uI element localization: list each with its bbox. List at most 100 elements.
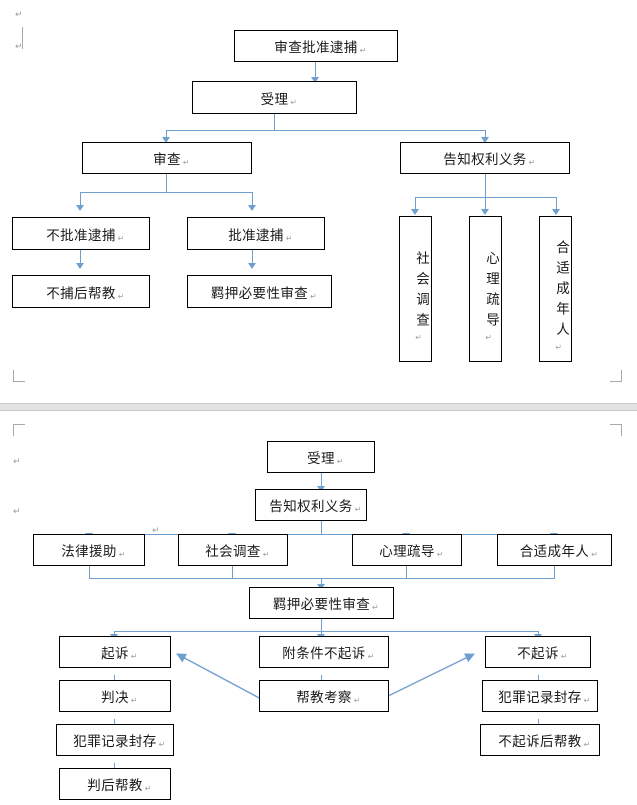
connector-noapprove-down xyxy=(80,249,82,266)
node-psych-counseling-p2[interactable]: 心理疏导 xyxy=(352,534,462,566)
node-notify-rights[interactable]: 告知权利义务 xyxy=(400,142,570,174)
node-non-prosecution[interactable]: 不起诉 xyxy=(485,636,591,668)
connector-bus3-nonprosecution xyxy=(538,631,540,636)
margin-mark-page1-top-left xyxy=(22,27,23,49)
node-label: 不捕后帮教 xyxy=(46,282,124,302)
arrowhead-bus-to-noapprove xyxy=(76,205,84,211)
node-label: 不起诉 xyxy=(517,642,567,662)
pilcrow-mark: ↵ xyxy=(152,526,160,536)
node-label: 心理疏导 xyxy=(379,540,443,560)
node-no-approve-arrest[interactable]: 不批准逮捕 xyxy=(12,217,150,250)
connector-legalaid-down xyxy=(89,566,91,579)
node-label: 犯罪记录封存 xyxy=(498,686,591,706)
connector-accept-bus xyxy=(166,130,486,132)
node-social-survey-p1[interactable]: 社会调查 xyxy=(399,216,432,362)
arrowhead-bus-to-approve xyxy=(248,205,256,211)
node-approve-arrest[interactable]: 批准逮捕 xyxy=(187,217,325,250)
node-label: 审查批准逮捕 xyxy=(274,36,367,56)
connector-bus-to-review xyxy=(166,130,168,140)
node-label: 受理 xyxy=(307,447,344,467)
connector-notify2-down xyxy=(321,521,323,535)
node-notify-rights-p2[interactable]: 告知权利义务 xyxy=(255,489,367,521)
node-social-survey-p2[interactable]: 社会调查 xyxy=(178,534,288,566)
pilcrow-mark: ↵ xyxy=(13,507,21,517)
node-accept-p2[interactable]: 受理 xyxy=(267,441,375,473)
node-label: 告知权利义务 xyxy=(443,148,536,168)
connector-bus-to-noapprove xyxy=(80,192,82,208)
node-label: 审查 xyxy=(153,148,190,168)
arrowhead-bus-to-notify xyxy=(481,137,489,143)
connector-social2-down xyxy=(232,566,234,579)
node-legal-aid[interactable]: 法律援助 xyxy=(33,534,145,566)
margin-mark-page2-top-left xyxy=(13,424,25,436)
node-label: 羁押必要性审查 xyxy=(273,593,380,613)
node-criminal-record-sealing-left[interactable]: 犯罪记录封存 xyxy=(56,724,174,756)
connector-inspection-to-nonprosecution xyxy=(379,653,475,701)
margin-mark-page1-bottom-left xyxy=(13,370,25,382)
node-after-no-arrest-help[interactable]: 不捕后帮教 xyxy=(12,275,150,308)
node-label: 判决 xyxy=(101,686,138,706)
node-label: 附条件不起诉 xyxy=(282,642,375,662)
node-label: 帮教考察 xyxy=(296,686,360,706)
node-custody-necessity-review-p2[interactable]: 羁押必要性审查 xyxy=(249,587,394,619)
node-label: 羁押必要性审查 xyxy=(211,282,318,302)
arrowhead-bus-to-adult xyxy=(552,209,560,215)
node-review-approve-arrest[interactable]: 审查批准逮捕 xyxy=(234,30,398,62)
margin-mark-page2-top-right xyxy=(610,424,622,436)
margin-mark-page1-bottom-right xyxy=(610,370,622,382)
connector-bus-to-psych xyxy=(485,197,487,211)
connector-review-down xyxy=(166,173,168,193)
node-label: 社会调查 xyxy=(411,251,431,343)
connector-notify2-bus xyxy=(89,534,554,536)
connector-bus-to-notify xyxy=(485,130,487,140)
connector-bus-to-approve xyxy=(252,192,254,208)
pilcrow-mark: ↵ xyxy=(15,10,23,20)
node-label: 不起诉后帮教 xyxy=(498,730,591,750)
connector-bus3-conditional xyxy=(321,631,323,636)
connector-inspection-to-prosecute xyxy=(176,653,264,701)
node-label: 犯罪记录封存 xyxy=(73,730,166,750)
node-help-education-inspection[interactable]: 帮教考察 xyxy=(259,680,389,712)
node-label: 合适成年人 xyxy=(520,540,598,560)
node-suitable-adult-p1[interactable]: 合适成年人 xyxy=(539,216,572,362)
node-after-non-prosecution-help[interactable]: 不起诉后帮教 xyxy=(480,724,600,756)
node-custody-necessity-review-p1[interactable]: 羁押必要性审查 xyxy=(187,275,332,308)
node-prosecute[interactable]: 起诉 xyxy=(59,636,171,668)
node-label: 心理疏导 xyxy=(481,251,501,343)
connector-merge-to-custody xyxy=(321,578,323,587)
node-psych-counseling-p1[interactable]: 心理疏导 xyxy=(469,216,502,362)
node-suitable-adult-p2[interactable]: 合适成年人 xyxy=(497,534,612,566)
arrowhead-bus-to-social xyxy=(411,209,419,215)
connector-accept-down xyxy=(274,113,276,131)
node-criminal-record-sealing-right[interactable]: 犯罪记录封存 xyxy=(482,680,598,712)
connector-custody2-down xyxy=(321,619,323,632)
node-label: 判后帮教 xyxy=(87,774,151,794)
node-label: 告知权利义务 xyxy=(269,495,362,515)
node-conditional-non-prosecution[interactable]: 附条件不起诉 xyxy=(259,636,389,668)
connector-adult2-down xyxy=(554,566,556,579)
node-label: 合适成年人 xyxy=(551,240,571,352)
node-label: 不批准逮捕 xyxy=(46,224,124,244)
connector-review-bus xyxy=(80,192,252,194)
node-review[interactable]: 审查 xyxy=(82,142,252,174)
pilcrow-mark: ↵ xyxy=(13,457,21,467)
connector-bus-to-adult xyxy=(556,197,558,211)
node-judgment[interactable]: 判决 xyxy=(59,680,171,712)
node-label: 受理 xyxy=(261,88,298,108)
arrowhead-bus-to-review xyxy=(162,137,170,143)
page-separator xyxy=(0,403,637,411)
connector-approve-down xyxy=(252,249,254,266)
arrowhead-approve-down xyxy=(248,263,256,269)
node-label: 社会调查 xyxy=(205,540,269,560)
node-accept[interactable]: 受理 xyxy=(192,81,357,114)
node-label: 起诉 xyxy=(101,642,138,662)
node-label: 法律援助 xyxy=(61,540,125,560)
connector-notify-down xyxy=(485,173,487,198)
connector-psych2-down xyxy=(406,566,408,579)
arrowhead-bus-to-psych xyxy=(481,209,489,215)
node-after-judgment-help[interactable]: 判后帮教 xyxy=(59,768,171,800)
pilcrow-mark: ↵ xyxy=(15,42,23,52)
connector-bus3-prosecute xyxy=(114,631,116,636)
arrowhead-noapprove-down xyxy=(76,263,84,269)
